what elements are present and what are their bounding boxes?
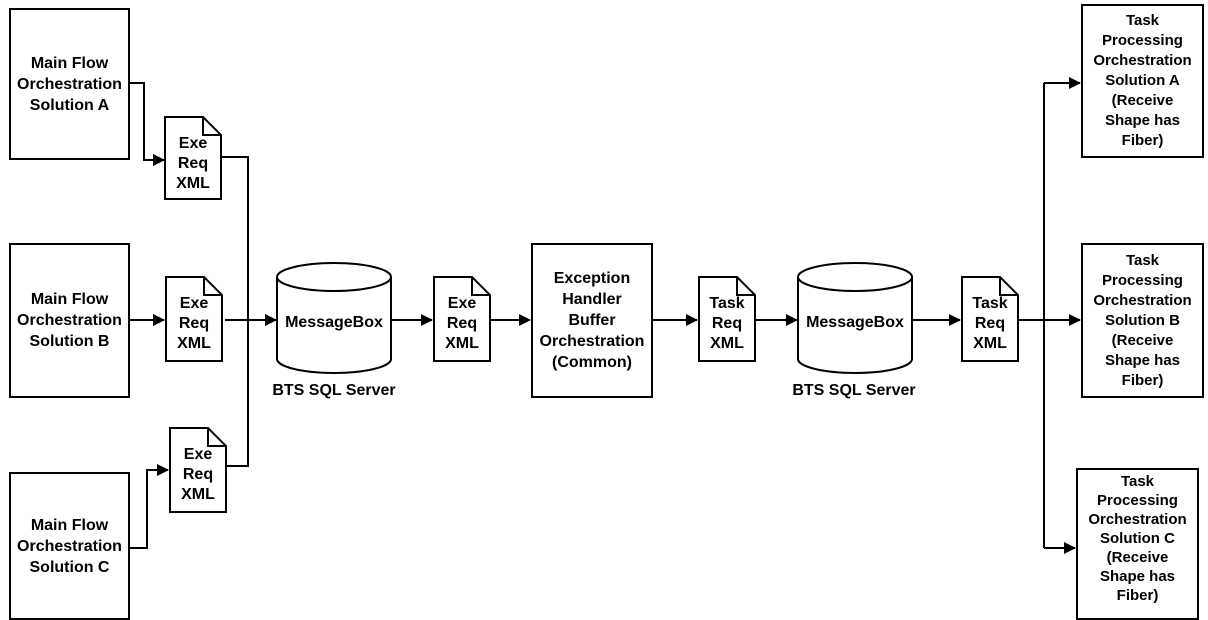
main-flow-solution-a: Main Flow Orchestration Solution A [9, 8, 130, 160]
bts-sql-server-caption-1: BTS SQL Server [272, 382, 396, 399]
exe-req-xml-document-3: Exe Req XML [169, 427, 227, 513]
document-icon [169, 427, 227, 513]
exe-req-xml-label: Exe Req XML [181, 446, 215, 503]
messagebox-label: MessageBox [285, 314, 383, 331]
document-icon [164, 116, 222, 200]
database-cylinder-icon [276, 262, 392, 374]
exe-req-xml-label: Exe Req XML [177, 295, 211, 352]
task-req-xml-document-2: Task Req XML [961, 276, 1019, 362]
connector-exe-doc-1-to-merge [221, 156, 249, 467]
document-icon [433, 276, 491, 362]
task-req-xml-label: Task Req XML [972, 295, 1008, 352]
messagebox-database-1: MessageBox [276, 262, 392, 376]
document-icon [165, 276, 223, 362]
bts-sql-server-caption-2: BTS SQL Server [792, 382, 916, 399]
messagebox-label: MessageBox [806, 314, 904, 331]
exe-req-xml-document-2: Exe Req XML [165, 276, 223, 362]
exe-req-xml-label: Exe Req XML [176, 135, 210, 192]
task-req-xml-label: Task Req XML [709, 295, 745, 352]
document-icon [961, 276, 1019, 362]
exe-req-xml-document-center: Exe Req XML [433, 276, 491, 362]
main-flow-solution-c: Main Flow Orchestration Solution C [9, 472, 130, 620]
task-req-xml-document-1: Task Req XML [698, 276, 756, 362]
task-processing-solution-b: Task Processing Orchestration Solution B… [1081, 243, 1204, 398]
messagebox-database-2: MessageBox [797, 262, 913, 376]
connector-main-a-to-exe-doc-1 [129, 82, 165, 166]
exception-handler-buffer-orchestration: Exception Handler Buffer Orchestration (… [531, 243, 653, 398]
task-processing-solution-c: Task Processing Orchestration Solution C… [1076, 468, 1199, 620]
document-icon [698, 276, 756, 362]
connector-main-c-to-exe-doc-3 [129, 464, 169, 549]
database-cylinder-icon [797, 262, 913, 374]
main-flow-solution-b: Main Flow Orchestration Solution B [9, 243, 130, 398]
task-processing-solution-a: Task Processing Orchestration Solution A… [1081, 4, 1204, 158]
exe-req-xml-label: Exe Req XML [445, 295, 479, 352]
exe-req-xml-document-1: Exe Req XML [164, 116, 222, 200]
